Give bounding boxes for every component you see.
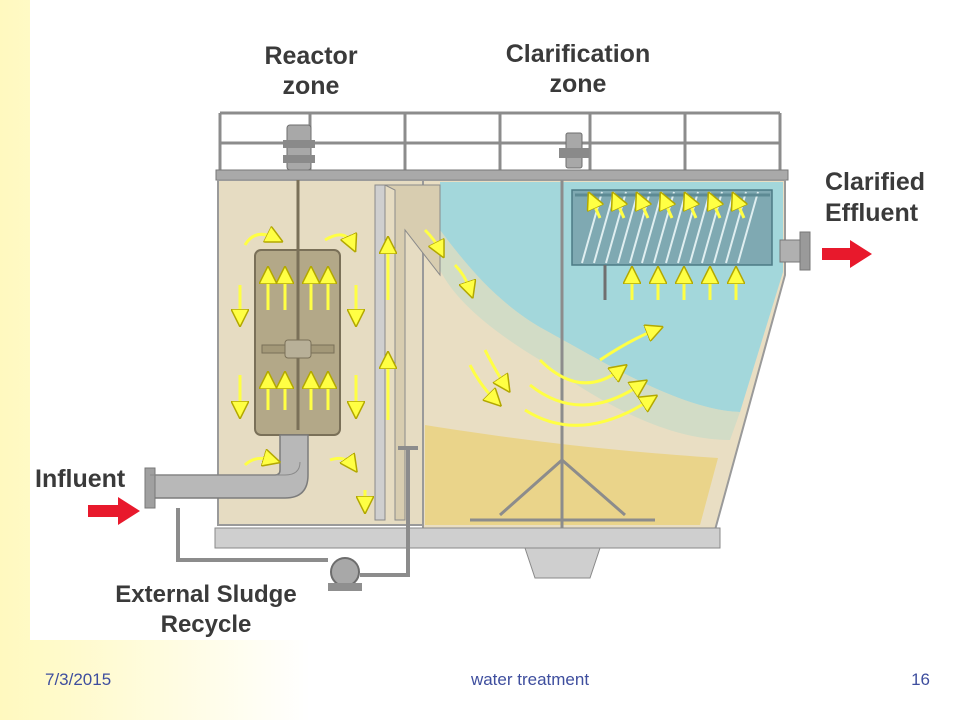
footer-date: 7/3/2015 [45,670,112,689]
recycle-pump [328,557,362,591]
flow-arrows [240,200,744,505]
clarification-zone-label-line2: zone [550,70,607,98]
effluent-nozzle [779,231,811,271]
external-sludge-recycle-label-line2: Recycle [161,611,252,638]
reactor-zone-label-line2: zone [283,72,340,100]
footer-page-number: 16 [911,670,930,689]
scraper-mechanism [470,180,655,528]
influent-arrow [88,497,140,525]
mixer-motor [283,124,315,171]
clarified-effluent-label-line2: Effluent [825,199,919,227]
effluent-arrow [822,240,872,268]
influent-pipe [144,434,309,509]
clarification-zone-label-line1: Clarification [506,40,650,68]
clarifier-diagram: Reactor zone Clarification zone Clarifie… [30,0,960,640]
influent-label: Influent [35,465,126,493]
reactor-zone-label-line1: Reactor [264,42,357,70]
concrete-foundation [214,527,721,579]
walkway-deck [215,169,789,181]
clarified-effluent-label-line1: Clarified [825,168,925,196]
footer-title: water treatment [470,670,590,689]
scraper-drive [559,132,589,169]
external-sludge-recycle-label-line1: External Sludge [115,581,296,608]
clarifier-basin [422,179,786,531]
recycle-piping [176,446,418,577]
